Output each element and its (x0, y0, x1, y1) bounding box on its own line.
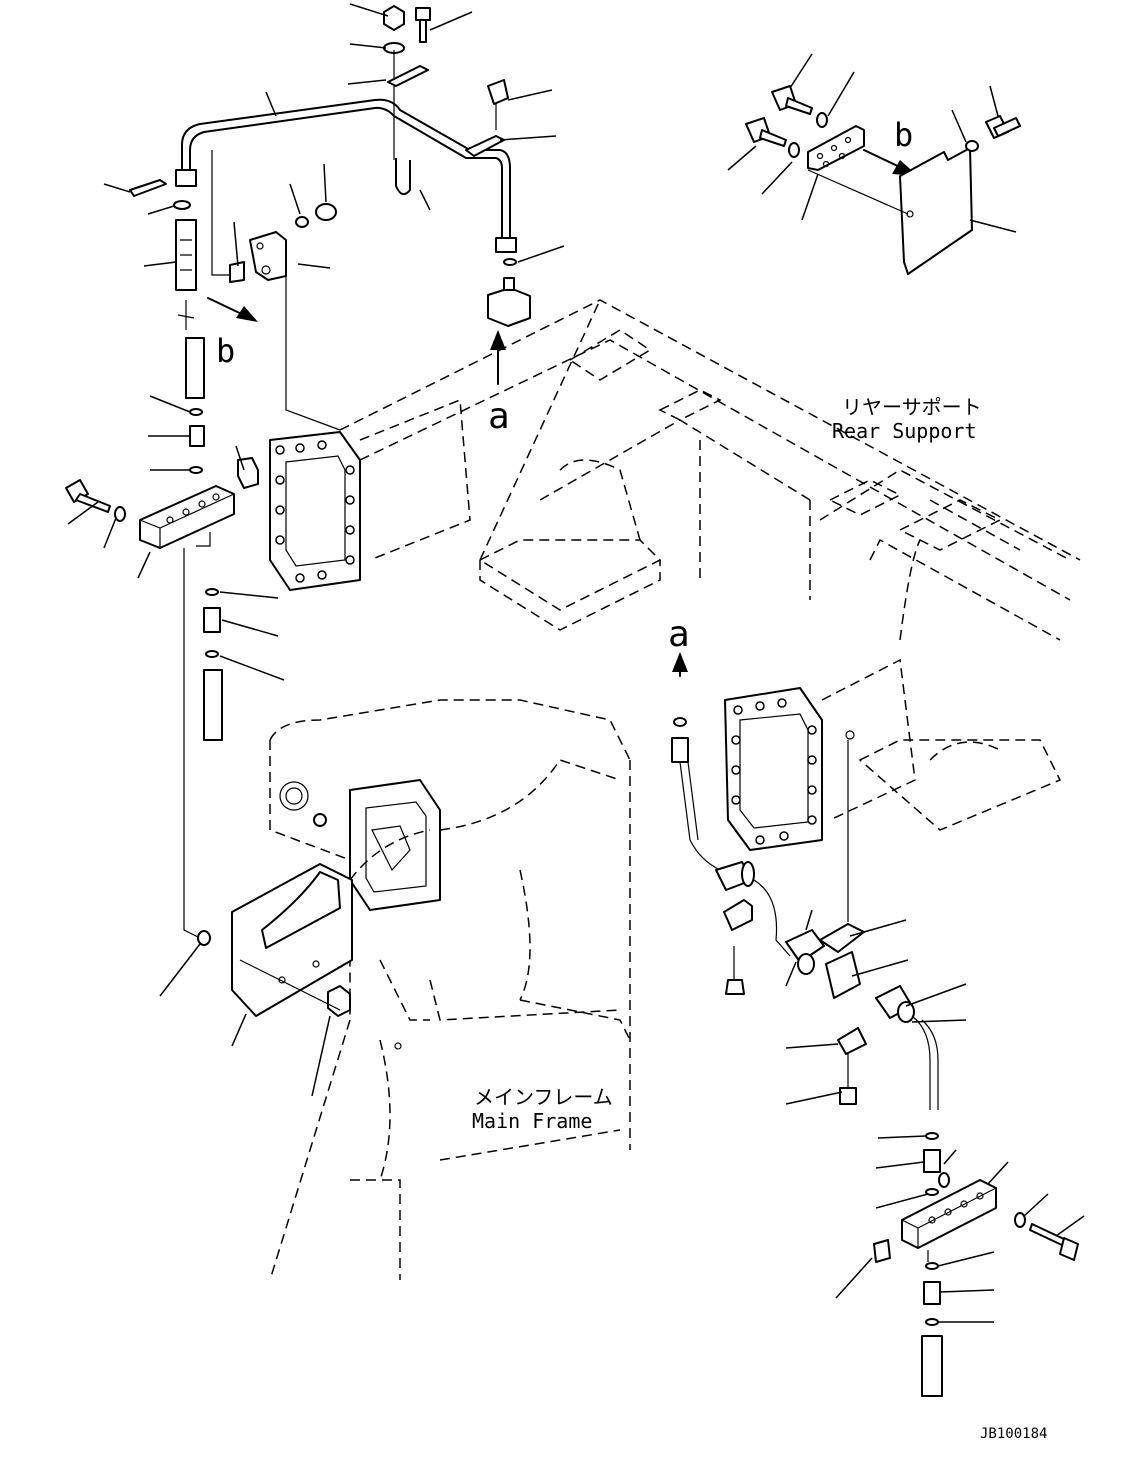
drawing-number: JB100184 (980, 1426, 1047, 1442)
left-lower-fittings (203, 588, 223, 741)
guard-plate-lower (197, 863, 353, 1017)
rear-support-en-label: Rear Support (832, 419, 977, 443)
view-a-right-label: a (668, 614, 690, 655)
bracket-b-upper (229, 203, 341, 431)
main-frame (269, 699, 631, 1281)
lubrication-pipe (175, 98, 517, 253)
rear-support-jp-label: リヤーサポート (842, 395, 982, 419)
leader-lines (67, 3, 1085, 1323)
bracket-b-right: b (745, 85, 1021, 275)
pipe-end-clamp (465, 79, 509, 157)
distribution-block-right (873, 1132, 1079, 1397)
main-frame-jp-label: メインフレーム (474, 1085, 613, 1109)
junction-block-upper: a (487, 258, 531, 437)
rear-support-frame (339, 299, 1081, 831)
main-frame-en-label: Main Frame (472, 1109, 592, 1133)
view-b-left-label: b (216, 332, 235, 370)
distribution-block-left (65, 457, 259, 939)
view-b-right-label: b (894, 116, 913, 154)
right-hose-assembly: a (668, 614, 939, 1110)
rear-support-flange-right (724, 658, 916, 851)
view-arrow-b-left: b (207, 297, 258, 370)
rear-support-flange-left (269, 398, 471, 591)
pipe-clamp-stack (383, 5, 431, 196)
left-hose-assembly (129, 150, 232, 474)
view-a-top-label: a (488, 396, 510, 437)
